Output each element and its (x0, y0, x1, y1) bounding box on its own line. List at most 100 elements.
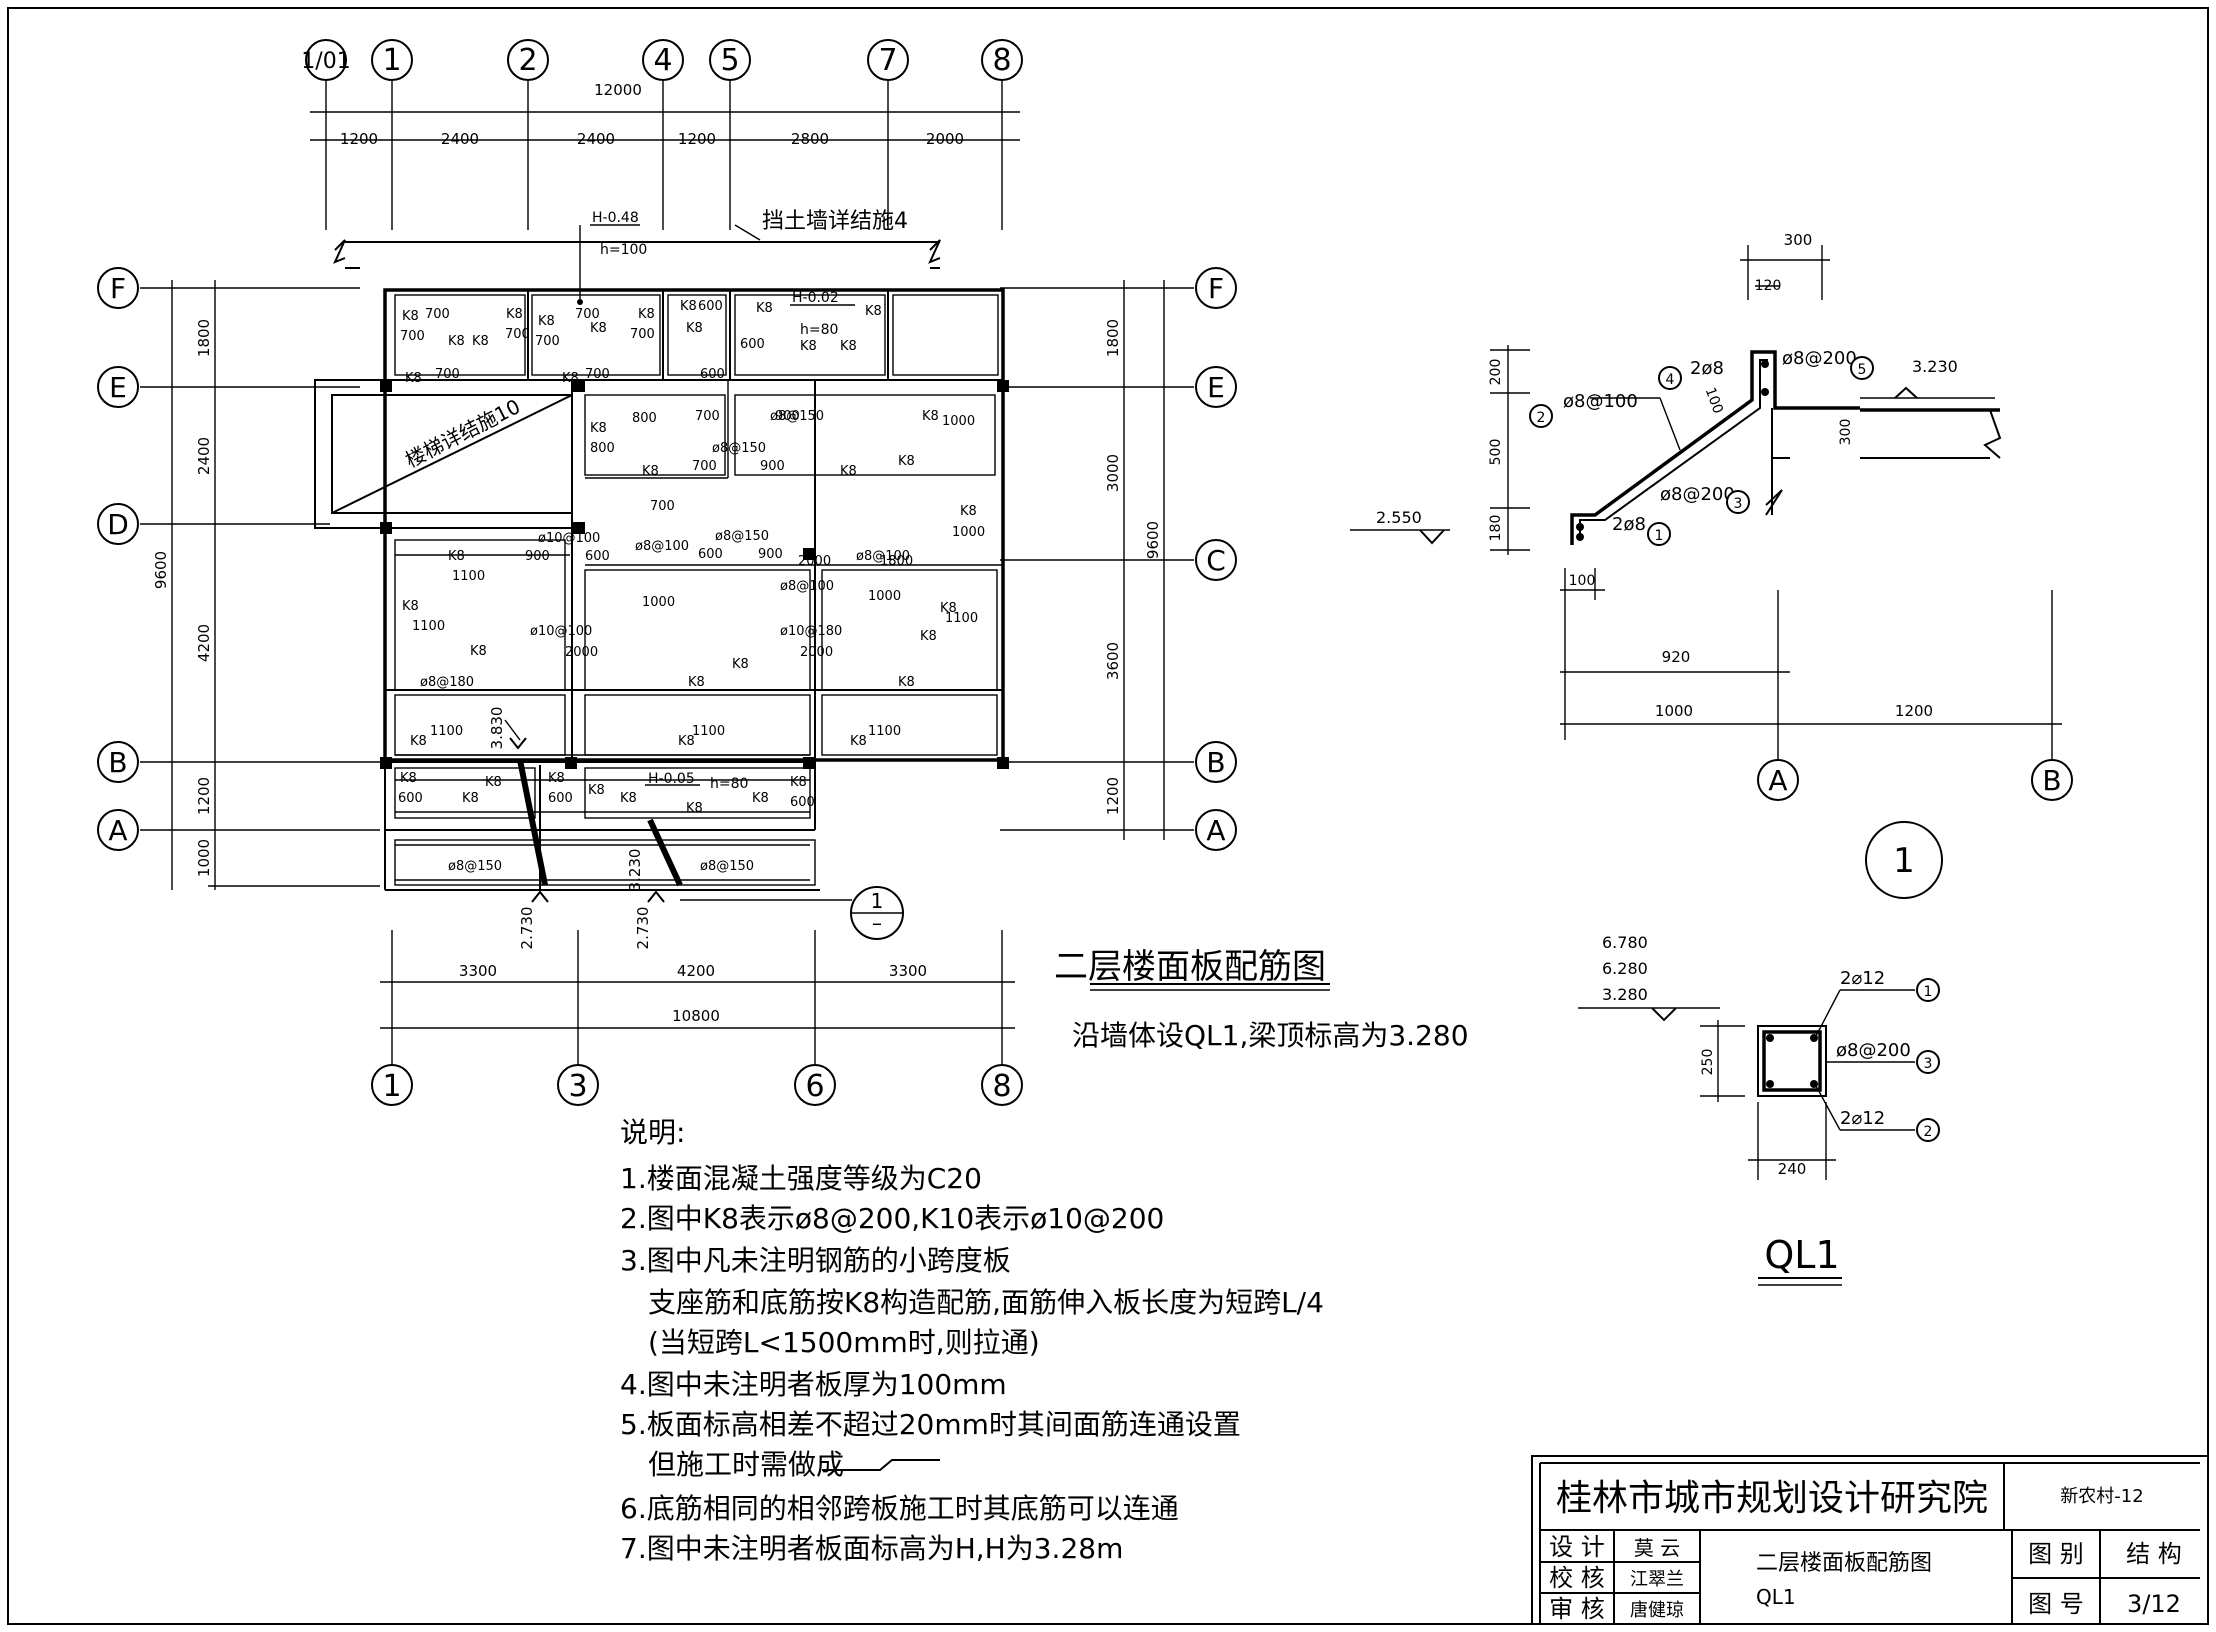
axis-label: 6 (805, 1069, 824, 1104)
detail-label: 1 (1893, 841, 1915, 881)
dim: 100 (1569, 573, 1596, 589)
dim: 1200 (340, 130, 378, 148)
rebar-label: 900 (758, 547, 783, 562)
rebar-label: K8 (448, 549, 465, 564)
dim-vertical: 2400 (195, 437, 213, 475)
elevation-tag: h=100 (600, 242, 647, 258)
dim-vertical: 250 (1700, 1049, 1716, 1076)
rebar-label: K8 (485, 775, 502, 790)
rebar-label: K8 (790, 775, 807, 790)
bottom-axis-row: 1 3 6 8 3300 4200 3300 10800 (371, 930, 1023, 1106)
axis-label: A (1768, 764, 1787, 797)
step-symbol (822, 1459, 940, 1471)
category-value: 结 构 (2126, 1540, 2182, 1568)
rebar-label: 600 (790, 795, 815, 810)
section-detail-1: 300 120 200 500 180 2.550 3.230 ø8@100 (1350, 231, 2073, 899)
axis-label: 1/01 (301, 49, 350, 74)
dim-vertical: 1200 (1104, 777, 1122, 815)
rebar-label: K8 (920, 629, 937, 644)
rebar-label: 1000 (952, 525, 985, 540)
rebar-label: 600 (698, 299, 723, 314)
dim: 1200 (1895, 702, 1933, 720)
rebar-label: ø8@100 (856, 549, 910, 564)
elevation-tag: H-0.02 (792, 290, 839, 306)
detail-label: QL1 (1764, 1233, 1839, 1277)
rebar-label: K8 (642, 464, 659, 479)
rebar-label: 600 (585, 549, 610, 564)
axis-label: 7 (878, 43, 897, 78)
signer-name: 江翠兰 (1630, 1569, 1684, 1590)
axis-label: B (108, 746, 127, 779)
dim: 1200 (678, 130, 716, 148)
rebar-label: K8 (562, 371, 579, 386)
rebar-label: 1000 (942, 414, 975, 429)
dim: 1000 (1655, 702, 1693, 720)
axis-label: B (2042, 764, 2061, 797)
rebar-label: 1000 (642, 595, 675, 610)
rebar-callout: ø8@200 (1782, 348, 1857, 369)
rebar-label: 900 (760, 459, 785, 474)
plan-title-text: 二层楼面板配筋图 (1054, 947, 1326, 987)
axis-label: E (109, 371, 127, 404)
axis-bubble (371, 39, 413, 81)
callout-number: 3 (1734, 496, 1743, 512)
elevation: 3.230 (1912, 357, 1958, 376)
dim-vertical: 9600 (1144, 521, 1162, 559)
project-code: 新农村-12 (2060, 1486, 2143, 1507)
axis-label: D (107, 508, 129, 541)
rebar-label: K8 (506, 307, 523, 322)
axis-label: 8 (992, 43, 1011, 78)
rebar-label: K8 (548, 771, 565, 786)
dim-vertical: 9600 (152, 551, 170, 589)
rebar-label: ø8@150 (770, 409, 824, 424)
rebar-label: 600 (700, 367, 725, 382)
rebar-label: K8 (590, 421, 607, 436)
note-line: 7.图中未注明者板面标高为H,H为3.28m (620, 1532, 1123, 1565)
rebar-label: 700 (505, 327, 530, 342)
axis-label: B (1206, 746, 1225, 779)
plan-subtitle: 沿墙体设QL1,梁顶标高为3.280 (1072, 1019, 1469, 1052)
rebar-labels: K8 700 700 K8 K8 K8 700 K8 700 700 K8 K8… (398, 299, 985, 874)
rebar-label: 1100 (945, 611, 978, 626)
note-line: 1.楼面混凝土强度等级为C20 (620, 1162, 982, 1195)
rebar-label: K8 (680, 299, 697, 314)
dim: 4200 (677, 962, 715, 980)
dim-vertical: 3000 (1104, 454, 1122, 492)
elevation: 3.280 (1602, 985, 1648, 1004)
rebar-label: ø8@100 (780, 579, 834, 594)
rebar-label: K8 (470, 644, 487, 659)
number-label: 图 号 (2028, 1590, 2084, 1618)
dim: 2000 (926, 130, 964, 148)
title-block: 桂林市城市规划设计研究院 新农村-12 设 计 莫 云 校 核 江翠兰 审 核 … (1531, 1455, 2209, 1625)
rebar-label: K8 (688, 675, 705, 690)
rebar-callout: ø8@200 (1660, 484, 1735, 505)
rebar-label: K8 (590, 321, 607, 336)
rebar-label: K8 (756, 301, 773, 316)
rebar-label: 700 (695, 409, 720, 424)
rebar-label: K8 (865, 304, 882, 319)
rebar-label: 700 (535, 334, 560, 349)
dim-vertical: 300 (1838, 419, 1854, 446)
rebar-label: ø10@100 (538, 531, 600, 546)
rebar-label: K8 (462, 791, 479, 806)
role-label: 设 计 (1549, 1533, 1605, 1561)
axis-bubble (507, 39, 549, 81)
rebar-label: K8 (405, 371, 422, 386)
axis-bubble (867, 39, 909, 81)
rebar-label: 2000 (800, 645, 833, 660)
dim: 2800 (791, 130, 829, 148)
rebar-label: 700 (435, 367, 460, 382)
axis-label: F (1208, 272, 1224, 305)
level: 2.730 (518, 907, 536, 950)
rebar-label: 2000 (798, 554, 831, 569)
callout-number: 4 (1666, 372, 1675, 388)
rebar-label: 700 (650, 499, 675, 514)
dim-vertical: 1000 (195, 839, 213, 877)
callout-number: 1 (1655, 528, 1664, 544)
rebar-label: 1100 (868, 724, 901, 739)
rebar-label: ø10@100 (530, 624, 592, 639)
rebar-label: 700 (692, 459, 717, 474)
dim-vertical: 200 (1488, 359, 1504, 386)
dim-vertical: 500 (1488, 439, 1504, 466)
axis-bubble (709, 39, 751, 81)
